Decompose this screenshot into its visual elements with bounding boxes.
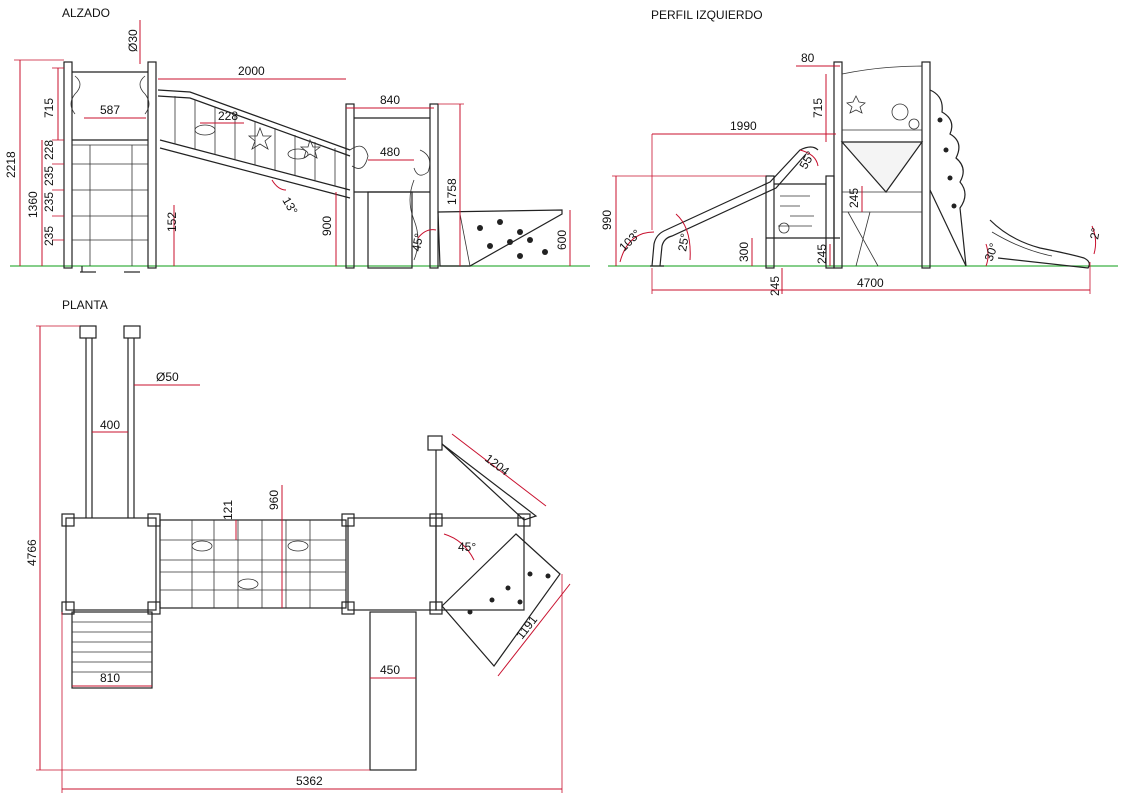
dim-245-a: 245 (815, 244, 829, 264)
dim-810: 810 (100, 671, 120, 685)
alzado-climbing-wall (437, 209, 563, 267)
alzado-center-tower (345, 103, 439, 269)
perfil-slide (650, 146, 819, 267)
dim-480: 480 (380, 145, 400, 159)
dim-45deg-planta: 45° (458, 540, 476, 554)
planta-left-platform (61, 513, 161, 689)
dim-900: 900 (320, 216, 334, 236)
dim-245-b: 245 (847, 188, 861, 208)
dim-990: 990 (600, 210, 614, 230)
perfil-climbing-wall (929, 89, 967, 267)
dim-1360: 1360 (26, 191, 40, 218)
dim-5362: 5362 (296, 774, 323, 788)
dim-400: 400 (100, 418, 120, 432)
dim-152: 152 (165, 212, 179, 232)
dim-80: 80 (801, 51, 815, 65)
dim-121: 121 (221, 500, 235, 520)
dim-587: 587 (100, 103, 120, 117)
dim-phi30: Ø30 (126, 29, 140, 52)
alzado-left-tower (63, 61, 157, 273)
perfil-main-tower (833, 61, 931, 269)
dim-235-c: 235 (42, 226, 56, 246)
planta-bridge (159, 519, 347, 609)
dim-715-perfil: 715 (811, 98, 825, 118)
dim-840: 840 (380, 93, 400, 107)
dim-235-b: 235 (42, 192, 56, 212)
planta-dimensions: Ø50 400 4766 121 960 1204 45° 1191 810 4… (25, 325, 571, 793)
dim-1990: 1990 (730, 119, 757, 133)
dim-103deg: 103° (616, 227, 644, 255)
dim-55deg: 55° (796, 149, 817, 172)
dim-2218: 2218 (4, 151, 18, 178)
dim-960: 960 (267, 490, 281, 510)
dim-30deg: 30° (982, 241, 1001, 263)
dim-1204: 1204 (482, 451, 512, 478)
dim-450: 450 (380, 663, 400, 677)
dim-715: 715 (42, 98, 56, 118)
dim-228-bridge: 228 (218, 109, 238, 123)
dim-1758: 1758 (445, 178, 459, 205)
dim-4766: 4766 (25, 539, 39, 566)
dim-4700: 4700 (857, 276, 884, 290)
alzado-title: ALZADO (62, 6, 110, 20)
dim-2000: 2000 (238, 64, 265, 78)
planta-right-deck (427, 435, 561, 667)
dim-25deg: 25° (675, 232, 692, 253)
alzado-dimensions: 2218 1360 715 228 235 235 235 Ø30 587 20… (4, 20, 571, 266)
dim-300: 300 (737, 242, 751, 262)
perfil-tube-slide (989, 219, 1090, 269)
dim-45deg: 45° (409, 232, 426, 253)
perfil-view: PERFIL IZQUIERDO (600, 8, 1118, 296)
dim-245-c: 245 (768, 276, 782, 296)
planta-poles (79, 325, 141, 518)
perfil-dimensions: 80 715 1990 55° 990 103° 25° 300 245 245… (600, 51, 1103, 296)
planta-view: PLANTA (25, 298, 571, 793)
dim-228: 228 (42, 140, 56, 160)
perfil-title: PERFIL IZQUIERDO (651, 8, 763, 22)
alzado-bridge (157, 89, 351, 199)
planta-center-platform (341, 513, 443, 771)
planta-title: PLANTA (62, 298, 108, 312)
dim-2deg: 2° (1087, 227, 1103, 241)
dim-235-a: 235 (42, 166, 56, 186)
dim-13deg: 13° (279, 195, 300, 218)
alzado-view: ALZADO (4, 6, 590, 273)
dim-600: 600 (555, 230, 569, 250)
dim-phi50: Ø50 (156, 370, 179, 384)
